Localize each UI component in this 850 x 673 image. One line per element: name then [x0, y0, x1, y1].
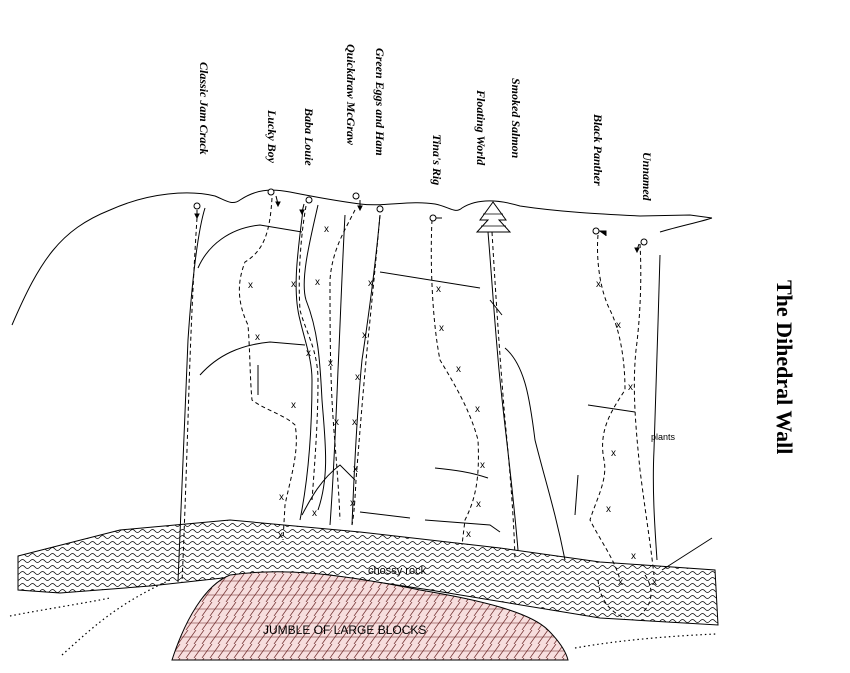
bolt-x: x	[466, 529, 471, 540]
route-line-panther	[589, 234, 626, 581]
bolt-x: x	[334, 417, 339, 428]
crack-panther-b	[574, 474, 579, 516]
large-blocks-label: JUMBLE OF LARGE BLOCKS	[263, 623, 426, 637]
dihedral-1	[295, 209, 313, 521]
ledge-2	[434, 467, 489, 479]
bolt-x: x	[312, 508, 317, 519]
large-blocks-area	[171, 571, 569, 661]
route-line-greeneggs	[351, 214, 381, 526]
bolt-x: x	[315, 277, 320, 288]
crack-floating	[487, 231, 519, 551]
bolt-x: x	[291, 400, 296, 411]
bolt-x: x	[652, 577, 657, 588]
bolt-x: x	[606, 504, 611, 515]
route-label-tina: Tina's Rig	[430, 134, 444, 185]
route-label-quickdraw: Quickdraw McGraw	[344, 44, 358, 146]
bolt-x: x	[248, 280, 253, 291]
bolt-x: x	[628, 382, 633, 393]
anchor-icon	[305, 196, 313, 204]
bolt-x: x	[618, 577, 623, 588]
crack-right-edge	[661, 537, 713, 571]
anchor-icon	[592, 227, 600, 235]
bolt-x: x	[278, 530, 283, 541]
bolt-x: x	[475, 404, 480, 415]
ledge-4	[359, 511, 411, 519]
anchor-icon	[193, 202, 201, 210]
bolt-x: x	[368, 278, 373, 289]
bolt-x: x	[362, 330, 367, 341]
bolt-x: x	[476, 499, 481, 510]
scree-left	[61, 579, 171, 656]
crack-smoked	[504, 347, 566, 561]
route-label-baba: Baba Louie	[302, 107, 316, 166]
route-line-unnamed	[633, 243, 655, 576]
bolt-x: x	[350, 498, 355, 509]
anchor-icon	[352, 192, 360, 200]
crack-left-lower	[199, 341, 306, 376]
anchor-icon	[267, 188, 275, 196]
bolt-x: x	[456, 364, 461, 375]
dihedral-2	[303, 204, 327, 511]
scree-right	[574, 633, 717, 649]
route-line-tina	[430, 219, 479, 546]
anchor-icon	[640, 238, 648, 246]
anchor-icon	[376, 205, 384, 213]
wall-title: The Dihedral Wall	[772, 280, 797, 454]
bolt-x: x	[611, 448, 616, 459]
bolt-x: x	[355, 372, 360, 383]
bolt-x: x	[480, 460, 485, 471]
route-line-baba	[298, 205, 319, 501]
crack-quickdraw	[351, 214, 381, 526]
dihedral-3	[329, 214, 346, 526]
route-label-classic: Classic Jam Crack	[197, 62, 211, 155]
tree-icon	[475, 201, 512, 233]
bolt-x: x	[306, 348, 311, 359]
anchor-markers	[193, 188, 648, 246]
route-label-panther: Black Panther	[591, 113, 605, 186]
route-line-quickdraw	[329, 209, 356, 521]
route-label-unnamed: Unnamed	[640, 152, 654, 202]
bolt-x: x	[291, 279, 296, 290]
crack-smoked-b	[489, 299, 503, 316]
bolt-x: x	[328, 358, 333, 369]
route-label-smoked: Smoked Salmon	[509, 78, 523, 159]
cliff-top-edge	[11, 189, 713, 326]
crack-left-arc	[197, 224, 303, 269]
chossy-rock-band	[17, 519, 719, 626]
crack-panther	[587, 404, 636, 413]
crack-quickdraw-b	[301, 464, 356, 516]
bolt-x: x	[279, 492, 284, 503]
crack-unnamed	[652, 254, 661, 561]
bolt-x: x	[596, 279, 601, 290]
anchor-arrows	[194, 195, 640, 254]
ledge-1	[379, 271, 481, 289]
bolt-x: x	[352, 417, 357, 428]
scree-lower	[9, 597, 111, 617]
bolt-x: x	[439, 323, 444, 334]
route-label-lucky: Lucky Boy	[265, 109, 279, 164]
bolt-x: x	[436, 284, 441, 295]
route-line-lucky	[238, 197, 297, 541]
bolt-x: x	[631, 551, 636, 562]
route-label-greeneggs: Green Eggs and Ham	[373, 48, 387, 156]
ledge-3	[424, 519, 501, 533]
crack-classic	[177, 207, 206, 583]
route-line-floating	[491, 231, 516, 561]
bolt-markers: x x x x x x x x x x x x x x x x x x x x …	[248, 224, 657, 588]
anchor-icon	[429, 214, 437, 222]
plants-label: plants	[651, 432, 676, 442]
bolt-x: x	[324, 224, 329, 235]
route-line-classic	[181, 217, 198, 583]
cliff-right-top	[659, 217, 713, 233]
bolt-x: x	[616, 320, 621, 331]
bolt-x: x	[353, 464, 358, 475]
bolt-x: x	[255, 332, 260, 343]
arc-lower-right	[597, 574, 652, 619]
chossy-rock-label: chossy rock	[368, 565, 427, 577]
route-label-floating: Floating World	[474, 89, 488, 166]
